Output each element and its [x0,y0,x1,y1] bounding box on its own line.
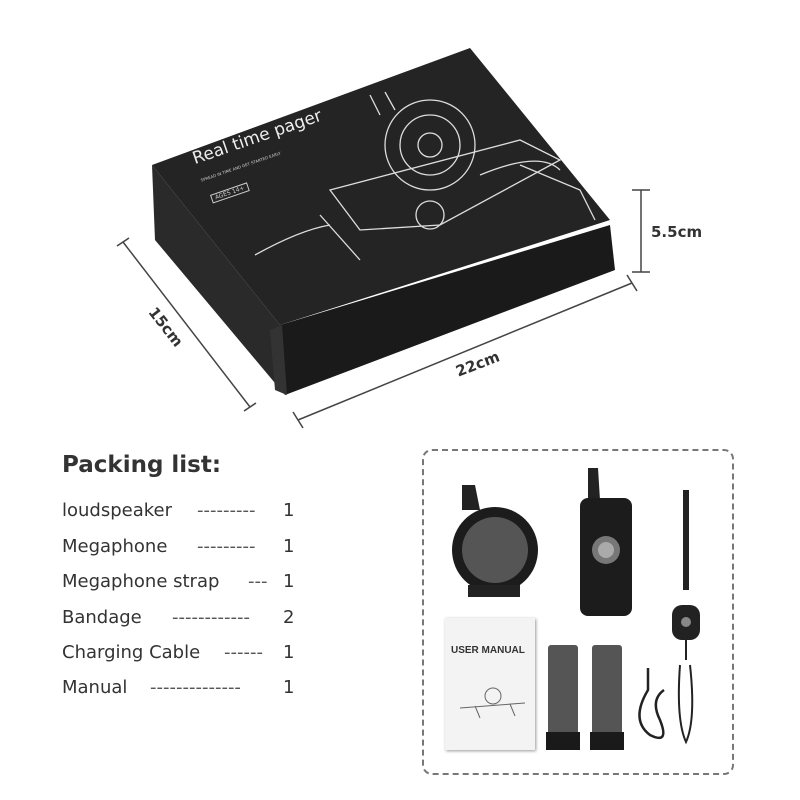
dash-leader: --- [248,571,268,592]
box-lid [152,48,610,325]
list-item: Bandage [62,607,142,628]
list-item: loudspeaker [62,500,172,521]
item-name: loudspeaker [62,500,173,521]
bandage [548,645,578,740]
item-name: Charging Cable [62,642,201,663]
item-name: Manual [62,677,128,698]
item-qty: 1 [283,500,295,521]
box-side [280,225,615,395]
bandage [592,645,622,740]
contents-frame [422,449,734,775]
dash-leader: --------- [197,500,256,521]
list-item: Charging Cable [62,642,200,663]
loudspeaker-antenna [462,485,480,510]
list-item: Manual [62,677,127,698]
manual-drone-icon [459,687,526,719]
dimension-height: 5.5cm [651,223,703,241]
item-name: Megaphone strap [62,571,220,592]
dash-leader: ------------ [172,607,250,628]
packing-list-title: Packing list: [62,452,222,478]
dash-leader: -------------- [150,677,241,698]
dash-leader: ------ [224,642,263,663]
item-qty: 1 [283,571,295,592]
item-qty: 1 [283,642,295,663]
list-item: Megaphone strap [62,571,219,592]
user-manual: USER MANUAL [445,618,535,750]
drone-line-art [254,91,596,261]
list-item: Megaphone [62,536,167,557]
manual-title: USER MANUAL [451,645,525,656]
dimension-lines [116,189,650,429]
item-name: Bandage [62,607,142,628]
charging-cable [638,668,665,740]
item-qty: 1 [283,536,295,557]
item-qty: 1 [283,677,295,698]
contents-illustrations [452,468,700,750]
box-front [152,165,285,395]
dash-leader: --------- [197,536,256,557]
item-name: Megaphone [62,536,168,557]
item-qty: 2 [283,607,295,628]
megaphone-antenna [588,468,600,500]
